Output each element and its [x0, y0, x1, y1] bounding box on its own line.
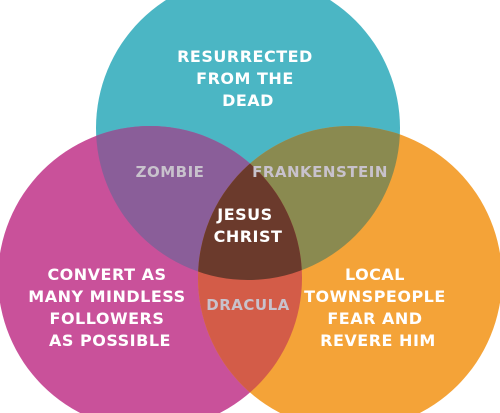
overlap-jesus-christ	[198, 126, 302, 280]
label-townspeople-fear: LOCAL TOWNSPEOPLE FEAR AND REVERE HIM	[304, 265, 452, 350]
label-resurrected: RESURRECTED FROM THE DEAD	[177, 47, 319, 110]
label-convert-followers: CONVERT AS MANY MINDLESS FOLLOWERS AS PO…	[28, 265, 191, 350]
label-frankenstein: FRANKENSTEIN	[252, 163, 388, 181]
label-zombie: ZOMBIE	[136, 163, 205, 181]
label-jesus-christ: JESUS CHRIST	[214, 205, 283, 246]
label-dracula: DRACULA	[206, 296, 289, 314]
